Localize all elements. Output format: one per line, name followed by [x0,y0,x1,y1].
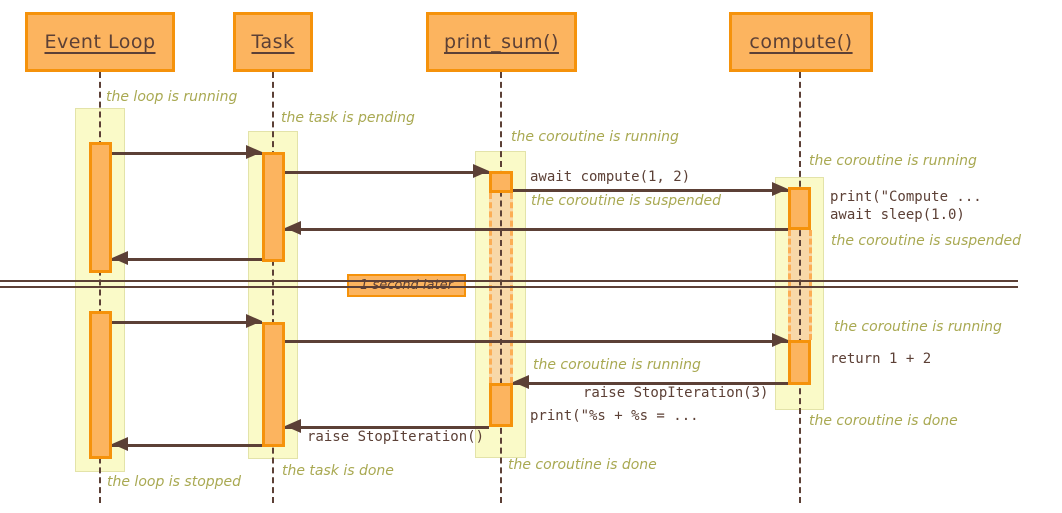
state-annotation: the coroutine is running [834,319,1002,335]
participant-box-event-loop: Event Loop [25,12,175,72]
arrowhead-right-icon [772,182,788,196]
code-note: print("Compute ... [830,189,982,205]
message-arrow-line [285,228,788,231]
message-arrow-line [112,321,262,324]
arrowhead-left-icon [112,251,128,265]
arrowhead-right-icon [772,333,788,347]
arrowhead-right-icon [246,314,262,328]
state-annotation: the coroutine is done [508,457,657,473]
message-arrow-line [285,340,788,343]
activation-bar [788,187,811,230]
state-annotation: the coroutine is running [533,357,701,373]
message-label: raise StopIteration() [307,429,485,445]
message-arrow-line [112,152,262,155]
activation-bar [89,142,112,273]
activation-bar [489,383,513,427]
activation-bar [788,340,811,385]
activation-bar [262,152,285,262]
state-annotation: the coroutine is suspended [831,233,1022,249]
message-arrow-line [285,171,489,174]
message-arrow-line [285,426,489,429]
state-annotation: the coroutine is suspended [531,193,722,209]
state-annotation: the task is done [282,463,394,479]
arrowhead-left-icon [513,375,529,389]
state-annotation: the coroutine is running [809,153,977,169]
message-arrow-line [513,382,788,385]
divider-line [0,280,1018,282]
participant-box-task: Task [233,12,313,72]
code-note: return 1 + 2 [830,351,932,367]
state-annotation: the coroutine is done [809,413,958,429]
message-arrow-line [513,189,788,192]
state-annotation: the coroutine is running [511,129,679,145]
participant-box-compute: compute() [729,12,873,72]
arrowhead-right-icon [246,145,262,159]
state-annotation: the task is pending [281,110,415,126]
state-annotation: the loop is stopped [107,474,242,490]
code-note: print("%s + %s = ... [530,408,699,424]
message-arrow-line [112,444,262,447]
message-label: await compute(1, 2) [530,169,691,185]
arrowhead-left-icon [112,437,128,451]
participant-box-print-sum: print_sum() [426,12,577,72]
arrowhead-right-icon [473,164,489,178]
arrowhead-left-icon [285,221,301,235]
activation-bar [262,322,285,447]
divider-line [0,286,1018,288]
message-arrow-line [112,258,262,261]
activation-bar [89,311,112,459]
activation-bar [489,171,513,193]
arrowhead-left-icon [285,419,301,433]
code-note: await sleep(1.0) [830,207,965,223]
state-annotation: the loop is running [106,89,238,105]
message-label: raise StopIteration(3) [583,385,769,401]
